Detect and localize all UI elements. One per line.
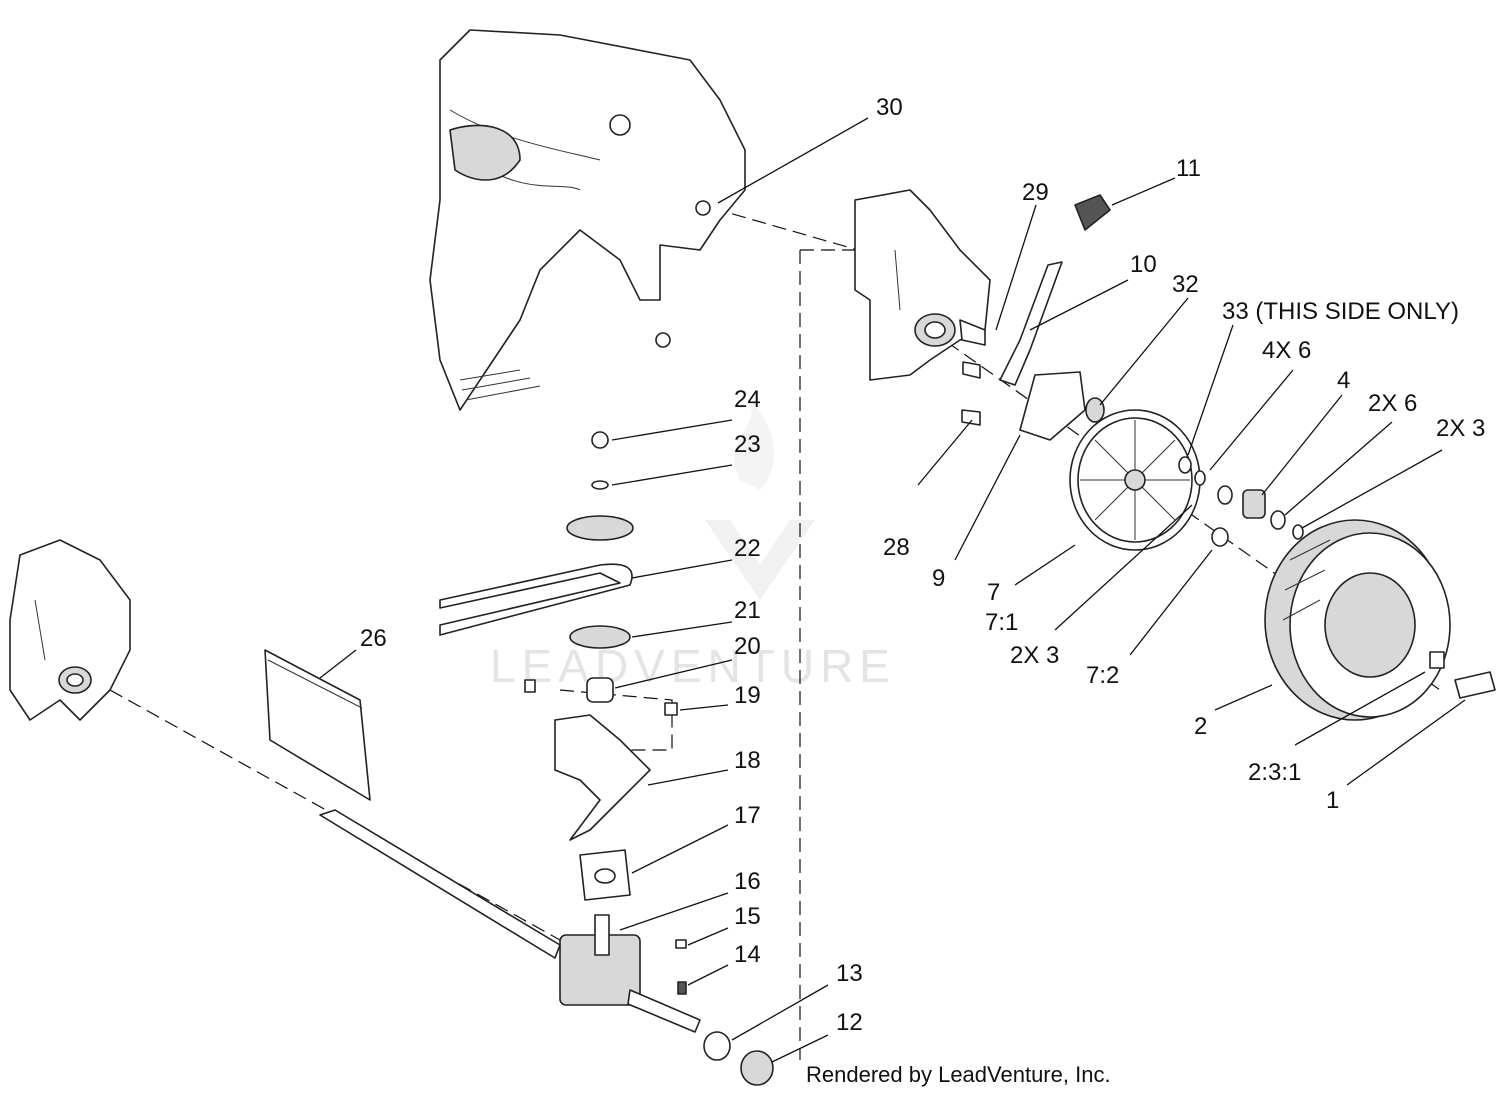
transmission-16 <box>319 809 774 1086</box>
baffle-26 <box>264 649 371 801</box>
label-9: 9 <box>932 565 945 592</box>
mower-deck <box>429 29 746 411</box>
label-4x6: 4X 6 <box>1262 337 1311 364</box>
label-29: 29 <box>1022 179 1049 206</box>
label-7-2: 7:2 <box>1086 662 1119 689</box>
label-2-3-1: 2:3:1 <box>1248 759 1301 786</box>
washer-23-icon <box>591 480 609 490</box>
label-19: 19 <box>734 682 761 709</box>
credit-text: Rendered by LeadVenture, Inc. <box>806 1062 1111 1087</box>
label-7-1: 7:1 <box>985 609 1018 636</box>
gear-4-icon <box>1242 489 1266 519</box>
knob-11-icon <box>1074 194 1111 231</box>
label-30: 30 <box>876 94 903 121</box>
label-18: 18 <box>734 747 761 774</box>
label-14: 14 <box>734 941 761 968</box>
spacer-20-icon <box>586 677 614 703</box>
leader-lines <box>319 117 1466 1063</box>
axle-hardware <box>1178 456 1304 547</box>
label-13: 13 <box>836 960 863 987</box>
label-17: 17 <box>734 802 761 829</box>
height-adjuster <box>999 194 1111 441</box>
side-plate-left <box>9 539 131 721</box>
label-33: 33 (THIS SIDE ONLY) <box>1222 298 1459 325</box>
watermark-text: LEADVENTURE <box>490 640 896 692</box>
wheel-2 <box>1264 519 1496 721</box>
label-2: 2 <box>1194 713 1207 740</box>
label-32: 32 <box>1172 271 1199 298</box>
label-28: 28 <box>883 534 910 561</box>
label-12: 12 <box>836 1009 863 1036</box>
fitting-12-icon <box>740 1050 774 1086</box>
belt-22-icon <box>439 563 633 636</box>
label-23: 23 <box>734 431 761 458</box>
label-4: 4 <box>1337 367 1350 394</box>
nut-30-icon <box>695 200 711 216</box>
label-1: 1 <box>1326 787 1339 814</box>
pulley-upper-icon <box>566 515 634 541</box>
label-15: 15 <box>734 903 761 930</box>
assembly-guides <box>109 207 1441 1060</box>
label-22: 22 <box>734 535 761 562</box>
bolt-1-icon <box>1454 671 1496 699</box>
part-labels: 30 29 11 10 32 33 (THIS SIDE ONLY) 4X 6 … <box>360 94 1485 1036</box>
label-10: 10 <box>1130 251 1157 278</box>
label-20: 20 <box>734 633 761 660</box>
label-24: 24 <box>734 386 761 413</box>
watermark-logo <box>705 400 815 600</box>
bushing-13-icon <box>703 1031 731 1061</box>
nut-24-icon <box>591 431 609 449</box>
label-2x3-top: 2X 3 <box>1436 415 1485 442</box>
label-7: 7 <box>987 579 1000 606</box>
label-2x6: 2X 6 <box>1368 390 1417 417</box>
bolt-28-icon <box>961 409 981 426</box>
side-plate-right <box>854 189 991 426</box>
pulley-assembly <box>439 431 678 716</box>
label-21: 21 <box>734 597 761 624</box>
label-16: 16 <box>734 868 761 895</box>
hubcap-7 <box>1069 409 1201 551</box>
label-2x3-mid: 2X 3 <box>1010 642 1059 669</box>
bracket-18 <box>554 714 651 901</box>
label-11: 11 <box>1176 155 1201 182</box>
label-26: 26 <box>360 625 387 652</box>
pulley-21-icon <box>569 625 631 649</box>
